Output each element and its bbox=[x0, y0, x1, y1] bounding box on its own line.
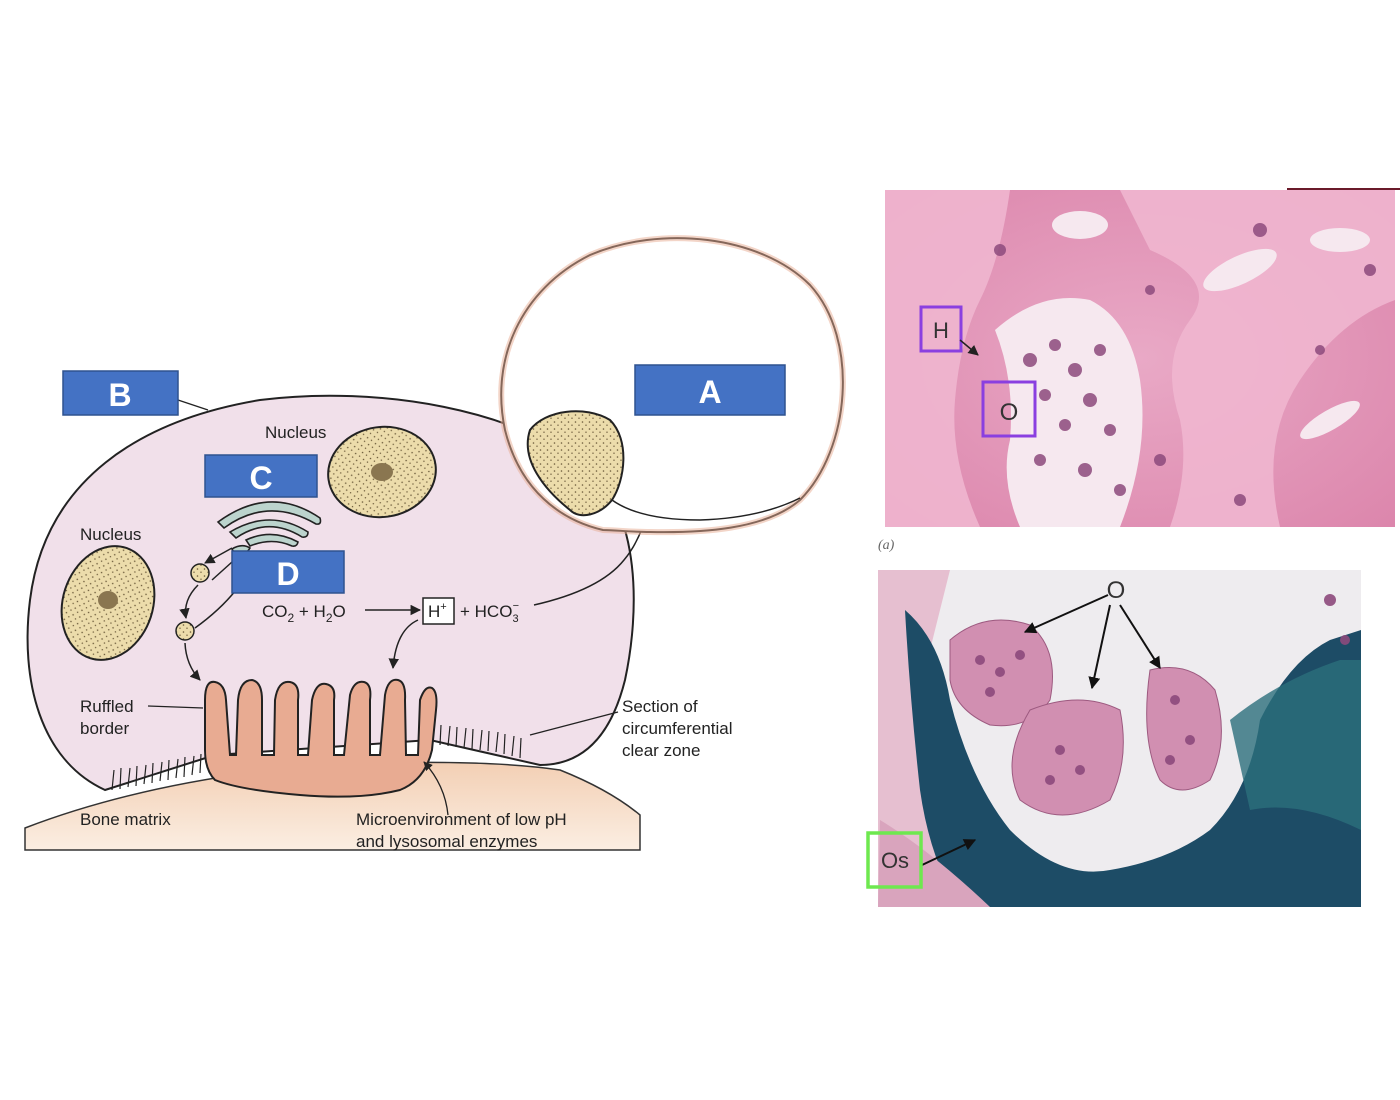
osteoclast-highlight-box[interactable]: O bbox=[981, 380, 1037, 438]
bicarbonate-label: + HCO3− bbox=[460, 600, 519, 625]
svg-text:A: A bbox=[698, 374, 721, 410]
equation-reactants: CO2 + H2O bbox=[262, 602, 346, 625]
osteoid-teal-accent bbox=[1230, 660, 1361, 830]
section-label-3: clear zone bbox=[622, 741, 700, 760]
clear-zone-left-hairs bbox=[111, 753, 202, 791]
cell-nuclei bbox=[994, 223, 1376, 506]
ruffled-border bbox=[204, 678, 438, 798]
osteoid-highlight-box[interactable]: Os bbox=[866, 831, 923, 889]
howship-lacuna-highlight-box[interactable]: H bbox=[919, 305, 963, 353]
o-pointer-arrows bbox=[921, 594, 1161, 866]
osteoclast-nuclei bbox=[975, 594, 1350, 785]
answer-box-d[interactable]: D bbox=[231, 550, 345, 594]
h-plus-box bbox=[422, 597, 455, 625]
microenvironment-label-1: Microenvironment of low pH bbox=[356, 810, 567, 829]
micrograph-top-caption: (a) bbox=[878, 538, 895, 553]
answer-box-b[interactable]: B bbox=[62, 370, 179, 416]
h-plus-label: H+ bbox=[428, 601, 447, 621]
ruffled-border-label-1: Ruffled bbox=[80, 697, 134, 716]
svg-text:D: D bbox=[276, 556, 299, 592]
svg-text:B: B bbox=[108, 377, 131, 413]
micrograph-top: O H (a) bbox=[878, 188, 1400, 553]
svg-text:O: O bbox=[1000, 399, 1019, 426]
micrograph-bottom-o-label: O bbox=[1107, 577, 1126, 604]
section-label-1: Section of bbox=[622, 697, 698, 716]
svg-text:C: C bbox=[249, 460, 272, 496]
bone-matrix-label: Bone matrix bbox=[80, 810, 171, 829]
clear-zone-right-hairs bbox=[439, 724, 522, 759]
svg-text:Os: Os bbox=[881, 848, 909, 873]
leader-lines bbox=[147, 399, 619, 816]
osteoid-dark-band bbox=[905, 610, 1361, 907]
ruffled-border-label-2: border bbox=[80, 719, 129, 738]
h-pointer-arrow bbox=[959, 339, 979, 356]
answer-box-c[interactable]: C bbox=[204, 454, 318, 498]
bone-trabeculae bbox=[885, 190, 1395, 527]
svg-text:H: H bbox=[933, 318, 949, 343]
nucleus-left-label: Nucleus bbox=[80, 525, 141, 544]
osteoclast-diagram: CO2 + H2O H+ + HCO3− Nucleus Nucleus Ruf… bbox=[24, 235, 846, 851]
microenvironment-label-2: and lysosomal enzymes bbox=[356, 832, 537, 851]
lysosome-vesicles bbox=[175, 563, 210, 641]
nucleus-left bbox=[60, 545, 156, 661]
nucleus-top-label: Nucleus bbox=[265, 423, 326, 442]
nucleus-top bbox=[327, 425, 437, 519]
answer-box-a[interactable]: A bbox=[634, 364, 786, 416]
micrograph-bottom: O Os bbox=[866, 570, 1361, 907]
golgi-apparatus bbox=[216, 501, 322, 557]
section-label-2: circumferential bbox=[622, 719, 733, 738]
